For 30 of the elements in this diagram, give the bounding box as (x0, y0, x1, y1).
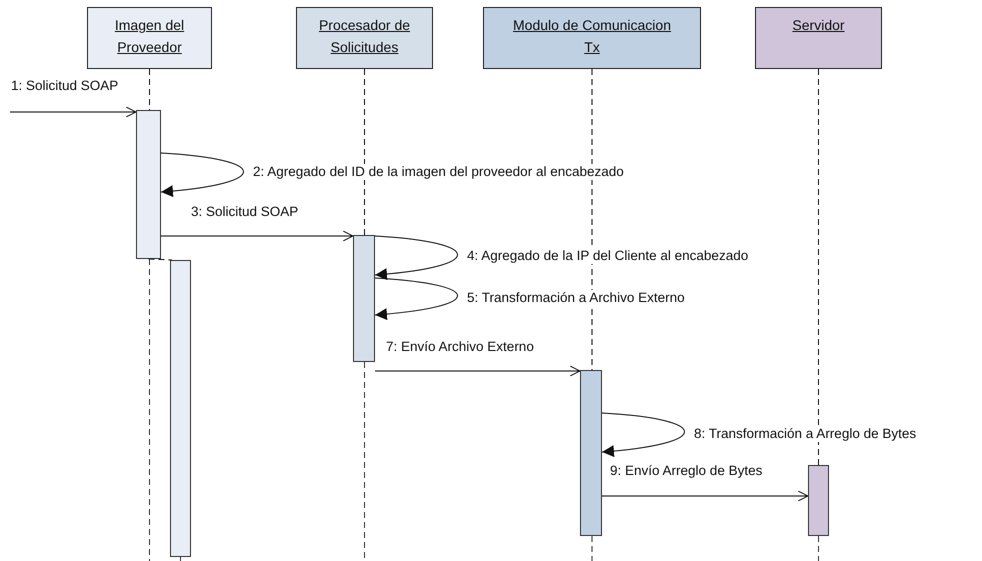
message-arrow (374, 366, 580, 376)
lifeline (149, 68, 150, 110)
lifeline-header (87, 7, 212, 69)
participant-name: Procesador de Solicitudes (318, 16, 412, 57)
message-arrow (160, 230, 354, 242)
participant-name: Imagen del Proveedor (114, 16, 186, 57)
edge-label: 5: Transformación a Archivo Externo (466, 290, 686, 306)
lifeline (148, 258, 172, 260)
message-arrow (10, 106, 136, 118)
message-arrow (374, 236, 458, 280)
activation-bar (353, 235, 375, 362)
participant-name: Modulo de Comunicacion Tx (512, 16, 672, 57)
message-arrow (160, 152, 244, 197)
lifeline-header (483, 7, 701, 69)
lifeline (818, 68, 819, 466)
activation-bar (808, 465, 829, 536)
activation-bar (580, 370, 602, 536)
activation-bar (136, 110, 161, 259)
edge-label: 8: Transformación a Arreglo de Bytes (693, 426, 918, 442)
edge-label: 2: Agregado del ID de la imagen del proveedor al encabezado (252, 164, 625, 180)
lifeline (364, 68, 365, 236)
message-arrow (374, 278, 458, 320)
activation-bar (170, 260, 191, 557)
edge-label: 9: Envío Arreglo de Bytes (609, 463, 764, 479)
lifeline-header (755, 7, 882, 69)
message-arrow (602, 412, 685, 457)
participant-name: Servidor (792, 16, 845, 35)
edge-label: 4: Agregado de la IP del Cliente al encabezado (466, 248, 750, 264)
message-arrow (602, 490, 808, 502)
lifeline-header (296, 7, 433, 69)
